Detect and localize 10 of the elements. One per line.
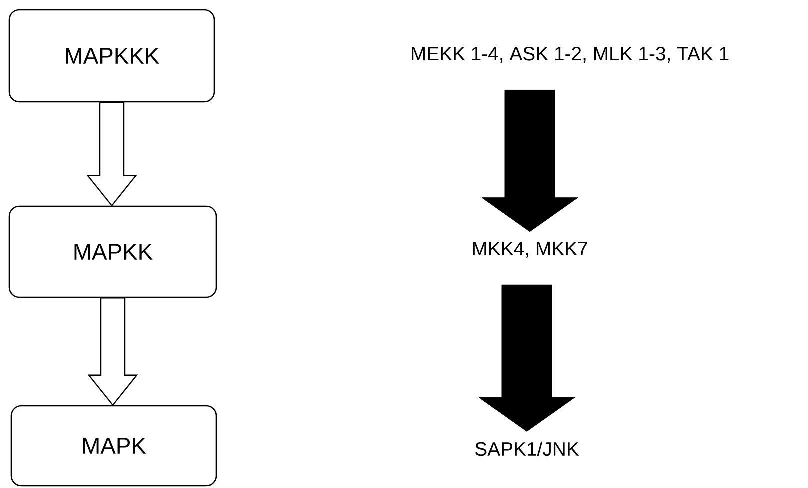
block-arrow [88,298,138,406]
process-box: MAPKKK [8,9,216,103]
process-box: MAPK [10,405,218,487]
block-arrow [478,284,576,432]
protein-label: MEKK 1-4, ASK 1-2, MLK 1-3, TAK 1 [412,46,729,64]
protein-label: SAPK1/JNK [476,442,580,456]
block-arrow [482,90,578,232]
protein-label: MKK4, MKK7 [473,242,588,258]
block-arrow [86,102,138,207]
process-box: MAPKK [8,206,218,298]
